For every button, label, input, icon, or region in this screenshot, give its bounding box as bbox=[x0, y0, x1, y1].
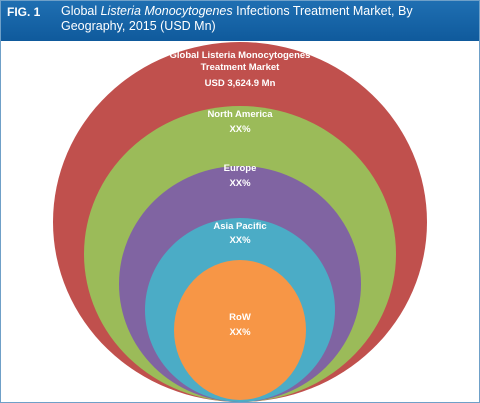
europe-label: Europe bbox=[224, 163, 257, 174]
north-america-value: XX% bbox=[229, 124, 251, 135]
title-suffix: Infections Treatment Market, By Geograph… bbox=[61, 4, 413, 33]
figure-header: FIG. 1 Global Listeria Monocytogenes Inf… bbox=[1, 1, 479, 41]
figure-title: Global Listeria Monocytogenes Infections… bbox=[61, 4, 471, 34]
global-label-line2: Treatment Market bbox=[201, 62, 281, 73]
title-italic: Listeria Monocytogenes bbox=[100, 4, 233, 18]
north-america-label: North America bbox=[207, 109, 273, 120]
europe-value: XX% bbox=[229, 178, 251, 189]
asia-pacific-value: XX% bbox=[229, 235, 251, 246]
asia-pacific-label: Asia Pacific bbox=[213, 221, 266, 232]
row-value: XX% bbox=[229, 327, 251, 338]
title-prefix: Global bbox=[61, 4, 101, 18]
figure-number: FIG. 1 bbox=[7, 5, 41, 19]
global-value: USD 3,624.9 Mn bbox=[205, 78, 276, 89]
global-label-line1: Global Listeria Monocytogenes bbox=[170, 50, 311, 61]
ring-row bbox=[174, 260, 306, 400]
row-label: RoW bbox=[229, 312, 251, 323]
